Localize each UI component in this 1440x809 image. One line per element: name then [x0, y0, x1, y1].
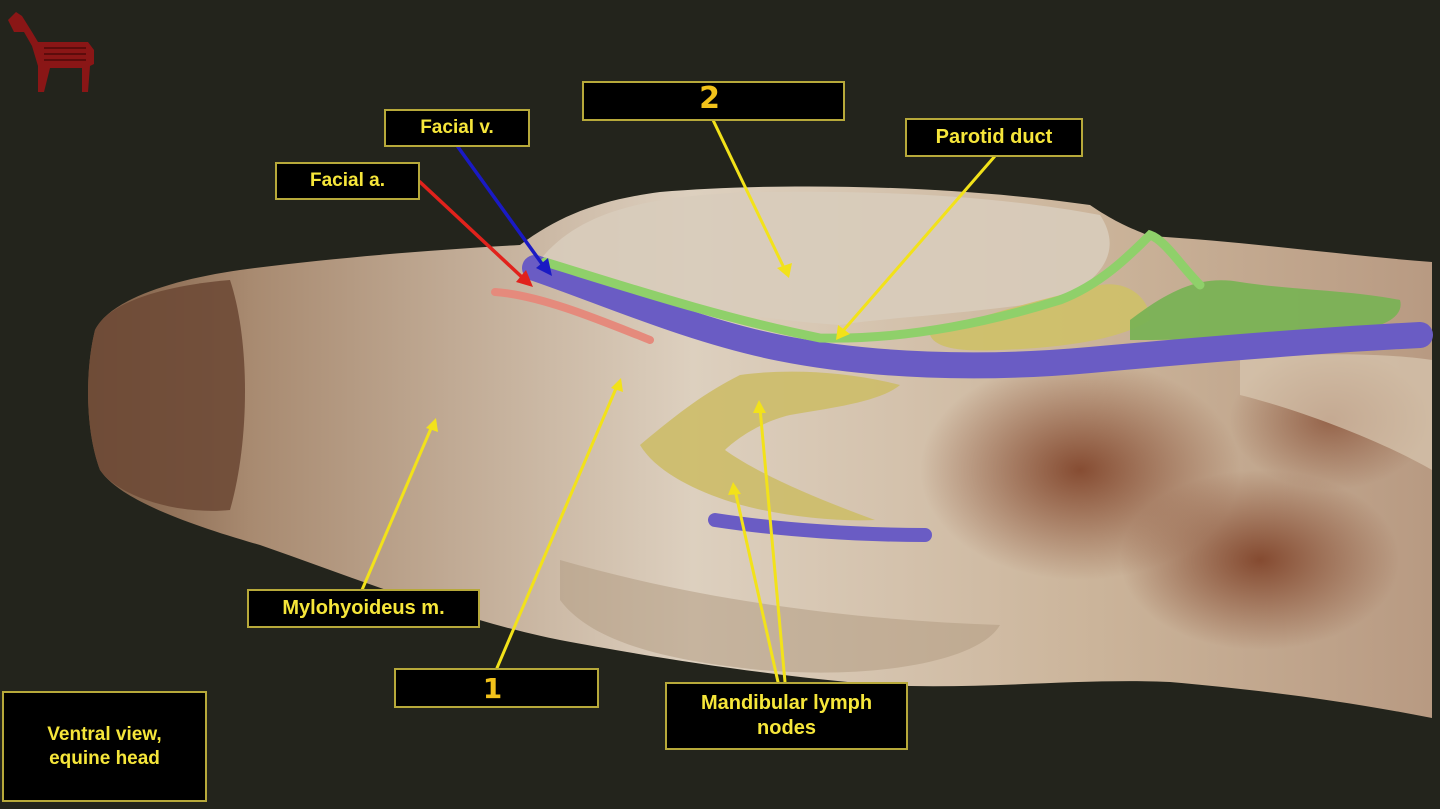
muzzle-region — [88, 280, 246, 511]
label-2-pointer — [711, 118, 787, 272]
mandibular-label-line1: Mandibular lymph — [700, 692, 873, 714]
parotid-duct-branch-shape — [1130, 280, 1401, 340]
horse-logo-icon — [8, 12, 94, 92]
mandibular-lymph-nodes-label: Mandibular lymph nodes — [665, 682, 908, 750]
parotid-duct-label: Parotid duct — [905, 118, 1083, 157]
muscle-patch — [1120, 470, 1400, 650]
facial-a-pointer — [418, 180, 527, 282]
mandibular-pointer-b — [733, 488, 780, 684]
facial-artery-shape — [491, 288, 654, 344]
linguofacial-vein-segment — [708, 513, 932, 542]
facial-v-arrowhead — [536, 258, 552, 276]
mandibular-arrowhead-a — [753, 400, 766, 413]
facial-vein-shape — [522, 255, 1433, 379]
facial-a-arrowhead — [516, 270, 533, 287]
facial-vein-label: Facial v. — [384, 109, 530, 147]
parotid-gland-shape — [930, 284, 1150, 351]
mandibular-arrowhead-b — [728, 482, 741, 495]
mylohyoideus-pointer — [360, 424, 434, 592]
mandibular-label-line2: nodes — [757, 717, 816, 739]
mylohyoideus-label: Mylohyoideus m. — [247, 589, 480, 628]
mylohyoideus-arrowhead — [426, 418, 438, 432]
mandibular-lymph-node-shape — [640, 371, 900, 521]
pointer-lines — [360, 118, 997, 684]
facial-vein-label-text: Facial v. — [420, 117, 494, 139]
mandibular-pointer-a — [758, 406, 787, 684]
parotid-duct-shape — [540, 229, 1205, 343]
facial-v-pointer — [456, 145, 547, 270]
caption-line2: equine head — [49, 747, 160, 769]
label-1-arrowhead — [611, 378, 623, 392]
view-caption: Ventral view, equine head — [2, 691, 207, 802]
neck-muscle — [1240, 354, 1432, 470]
answer-1-text: 1 — [482, 671, 503, 705]
answer-2-text: 2 — [699, 81, 720, 117]
answer-box-1: 1 — [394, 668, 599, 708]
facial-artery-label: Facial a. — [275, 162, 420, 200]
label-2-arrowhead — [777, 263, 792, 278]
facial-artery-label-text: Facial a. — [310, 170, 385, 192]
masseter-region — [540, 191, 1110, 325]
answer-box-2: 2 — [582, 81, 845, 121]
mylohyoideus-label-text: Mylohyoideus m. — [282, 597, 445, 619]
parotid-duct-arrowhead — [836, 325, 850, 340]
label-1-pointer — [495, 384, 619, 670]
caption-line1: Ventral view, — [47, 723, 162, 745]
parotid-duct-pointer — [840, 154, 997, 334]
parotid-duct-label-text: Parotid duct — [935, 126, 1053, 148]
